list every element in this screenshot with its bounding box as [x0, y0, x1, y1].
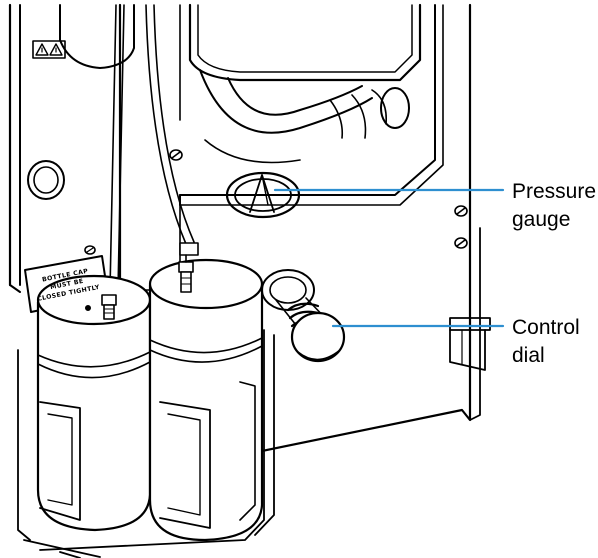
gas-tubing — [109, 4, 195, 291]
control-dial-label-line-2: dial — [512, 344, 545, 367]
bottle-holder-bracket — [17, 329, 275, 558]
control-dial-callout: Control dial — [512, 316, 580, 367]
housing-side-panel — [8, 3, 96, 293]
pressure-gauge-label-line-2: gauge — [512, 208, 570, 231]
hazard-warning-icon — [32, 40, 66, 59]
pressure-gauge-label-line-1: Pressure — [512, 180, 596, 203]
upper-reservoir-assembly — [59, 3, 422, 164]
right-gas-bottle — [148, 242, 264, 542]
pressure-gauge-part — [225, 171, 301, 219]
control-dial-label-line-1: Control — [512, 316, 580, 339]
control-dial-part — [261, 269, 346, 363]
pressure-gauge-callout: Pressure gauge — [512, 180, 596, 231]
callout-leader-lines — [273, 188, 505, 328]
left-gas-bottle — [36, 274, 152, 532]
